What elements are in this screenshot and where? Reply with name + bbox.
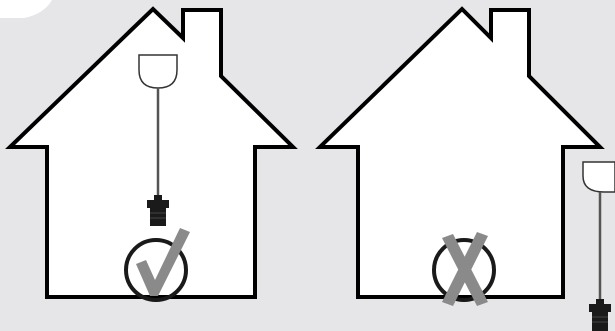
ceiling-canopy-right [583, 162, 615, 192]
ceiling-canopy-left [139, 55, 177, 88]
